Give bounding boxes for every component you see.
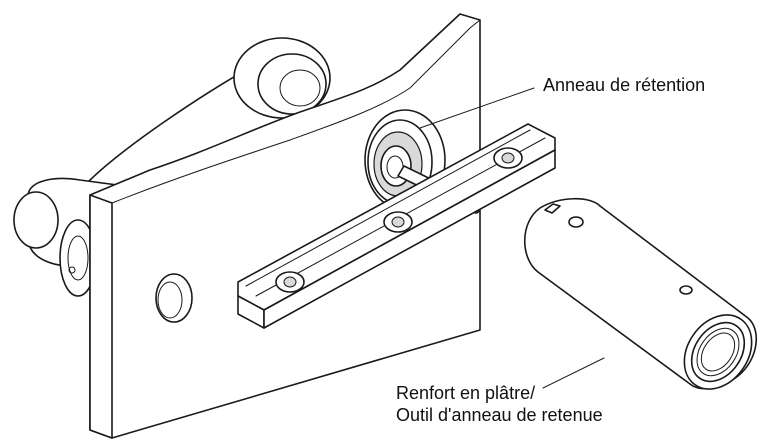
c-channel-rail	[237, 123, 556, 329]
label-retaining-ring-tool: Renfort en plâtre/ Outil d'anneau de ret…	[396, 382, 603, 426]
label-tool-line2: Outil d'anneau de retenue	[396, 405, 603, 425]
label-retaining-ring: Anneau de rétention	[543, 75, 706, 95]
retaining-ring-tool	[523, 197, 757, 390]
label-tool-line1: Renfort en plâtre/	[396, 383, 536, 403]
leader-line-tool	[542, 357, 605, 389]
leader-line-retaining-ring	[419, 87, 535, 129]
